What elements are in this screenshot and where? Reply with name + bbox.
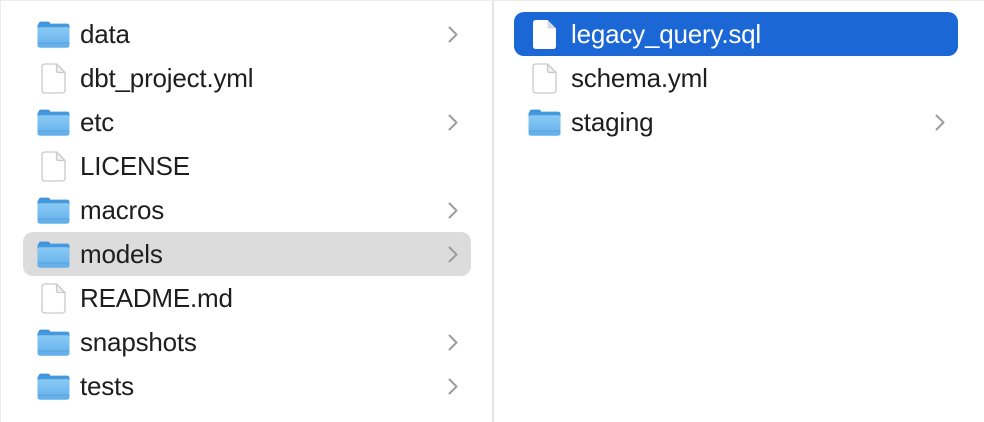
folder-icon [36, 325, 70, 359]
item-label: tests [80, 371, 134, 401]
document-icon [36, 149, 70, 183]
item-label: README.md [80, 283, 233, 313]
folder-row-macros[interactable]: macros [23, 188, 471, 232]
chevron-right-icon [447, 245, 459, 264]
file-row-schema.yml[interactable]: schema.yml [514, 56, 958, 100]
item-label: dbt_project.yml [80, 63, 254, 93]
folder-row-data[interactable]: data [23, 12, 471, 56]
item-label: legacy_query.sql [571, 19, 761, 49]
column-divider[interactable] [492, 1, 494, 422]
file-row-dbt_project.yml[interactable]: dbt_project.yml [23, 56, 471, 100]
folder-icon [36, 369, 70, 403]
document-icon [527, 17, 561, 51]
item-label: macros [80, 195, 165, 225]
file-row-LICENSE[interactable]: LICENSE [23, 144, 471, 188]
chevron-right-icon [447, 333, 459, 352]
document-icon [527, 61, 561, 95]
item-label: etc [80, 107, 115, 137]
folder-icon [36, 237, 70, 271]
folder-row-tests[interactable]: tests [23, 364, 471, 408]
document-icon [36, 281, 70, 315]
chevron-right-icon [447, 377, 459, 396]
folder-icon [36, 193, 70, 227]
folder-row-etc[interactable]: etc [23, 100, 471, 144]
folder-row-snapshots[interactable]: snapshots [23, 320, 471, 364]
item-label: snapshots [80, 327, 197, 357]
item-label: models [80, 239, 163, 269]
folder-row-models[interactable]: models [23, 232, 471, 276]
item-label: data [80, 19, 130, 49]
item-label: schema.yml [571, 63, 708, 93]
item-label: staging [571, 107, 654, 137]
folder-icon [527, 105, 561, 139]
file-row-README.md[interactable]: README.md [23, 276, 471, 320]
folder-icon [36, 105, 70, 139]
chevron-right-icon [447, 113, 459, 132]
folder-icon [36, 17, 70, 51]
chevron-right-icon [447, 201, 459, 220]
chevron-right-icon [934, 113, 946, 132]
finder-column: legacy_query.sql schema.yml staging [494, 1, 984, 422]
chevron-right-icon [447, 25, 459, 44]
file-row-legacy_query.sql[interactable]: legacy_query.sql [514, 12, 958, 56]
document-icon [36, 61, 70, 95]
item-label: LICENSE [80, 151, 190, 181]
folder-row-staging[interactable]: staging [514, 100, 958, 144]
